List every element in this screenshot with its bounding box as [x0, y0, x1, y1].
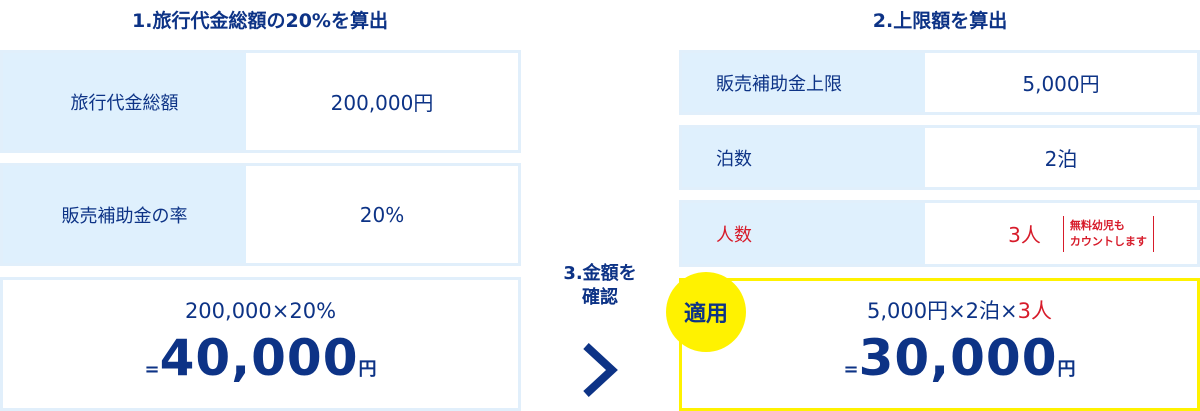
row-label: 旅行代金総額	[3, 53, 246, 150]
step1-title: 1.旅行代金総額の20%を算出	[132, 10, 388, 32]
row-label: 販売補助金上限	[682, 53, 925, 112]
step1-row-rate: 販売補助金の率 20%	[0, 163, 521, 266]
note-line2: カウントします	[1069, 234, 1147, 248]
row-value: 3人 無料幼児も カウントします	[925, 203, 1197, 264]
row-label: 泊数	[682, 128, 925, 187]
yen-unit: 円	[358, 359, 377, 380]
step3-line2: 確認	[582, 287, 618, 308]
result-amount: 40,000	[159, 329, 359, 387]
row-label: 販売補助金の率	[3, 166, 246, 263]
applied-badge: 適用	[666, 272, 746, 352]
people-value: 3人	[1008, 223, 1041, 247]
formula-people: 3人	[1017, 299, 1053, 323]
formula: 5,000円×2泊×3人	[682, 298, 1197, 324]
row-value: 20%	[359, 202, 405, 227]
step2-result: 5,000円×2泊×3人 =30,000円	[679, 278, 1200, 411]
step2-row-people: 人数 3人 無料幼児も カウントします	[679, 200, 1200, 267]
step2-title: 2.上限額を算出	[872, 10, 1008, 32]
chevron-right-icon	[583, 343, 618, 397]
step2-row-cap: 販売補助金上限 5,000円	[679, 50, 1200, 115]
equals: =	[843, 359, 859, 380]
row-value: 5,000円	[1022, 72, 1100, 96]
step1-row-total: 旅行代金総額 200,000円	[0, 50, 521, 153]
formula-main: 5,000円×2泊×	[866, 299, 1018, 323]
step3-line1: 3.金額を	[563, 263, 637, 284]
note-line1: 無料幼児も	[1069, 218, 1125, 232]
infant-note: 無料幼児も カウントします	[1062, 215, 1154, 252]
row-value: 200,000円	[330, 91, 434, 115]
step2-row-nights: 泊数 2泊	[679, 125, 1200, 190]
step3-label: 3.金額を 確認	[540, 262, 660, 310]
row-label: 人数	[682, 203, 925, 264]
row-value: 2泊	[1044, 147, 1078, 171]
formula: 200,000×20%	[184, 299, 337, 323]
equals: =	[144, 359, 160, 380]
step1-result: 200,000×20% =40,000円	[0, 277, 521, 411]
yen-unit: 円	[1057, 359, 1076, 380]
result-amount: 30,000	[858, 329, 1058, 387]
